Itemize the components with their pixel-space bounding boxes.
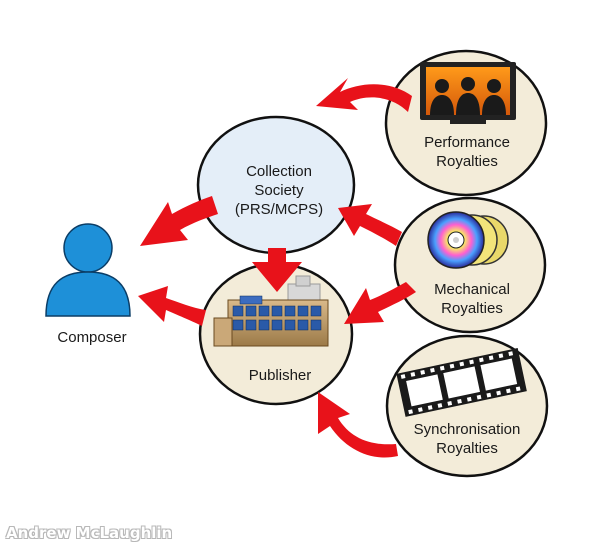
arrow-publisher-to-composer [138,286,206,326]
synchronisation-line1: Synchronisation [414,421,521,438]
mechanical-line1: Mechanical [434,281,510,298]
discs-icon [427,211,509,269]
arrow-mechanical-to-publisher [344,282,416,324]
composer-label: Composer [57,329,126,346]
office-building-icon [213,275,329,347]
arrow-society-to-composer [140,196,218,246]
arrow-performance-to-society [316,78,412,112]
collection-society-line1: Collection [246,163,312,180]
publisher-label: Publisher [249,367,312,384]
arrow-sync-to-publisher [318,392,398,458]
author-credit: Andrew McLaughlin [6,524,173,542]
film-strip-icon [396,348,527,417]
collection-society-line3: (PRS/MCPS) [235,201,323,218]
collection-society-line2: Society [254,182,304,199]
arrow-society-to-publisher [252,248,302,292]
theatre-audience-icon [420,62,516,124]
synchronisation-line2: Royalties [436,440,498,457]
arrows [138,78,416,458]
performance-line2: Royalties [436,153,498,170]
composer-person-icon [45,223,131,317]
mechanical-line2: Royalties [441,300,503,317]
arrow-mechanical-to-society [338,204,402,246]
performance-line1: Performance [424,134,510,151]
